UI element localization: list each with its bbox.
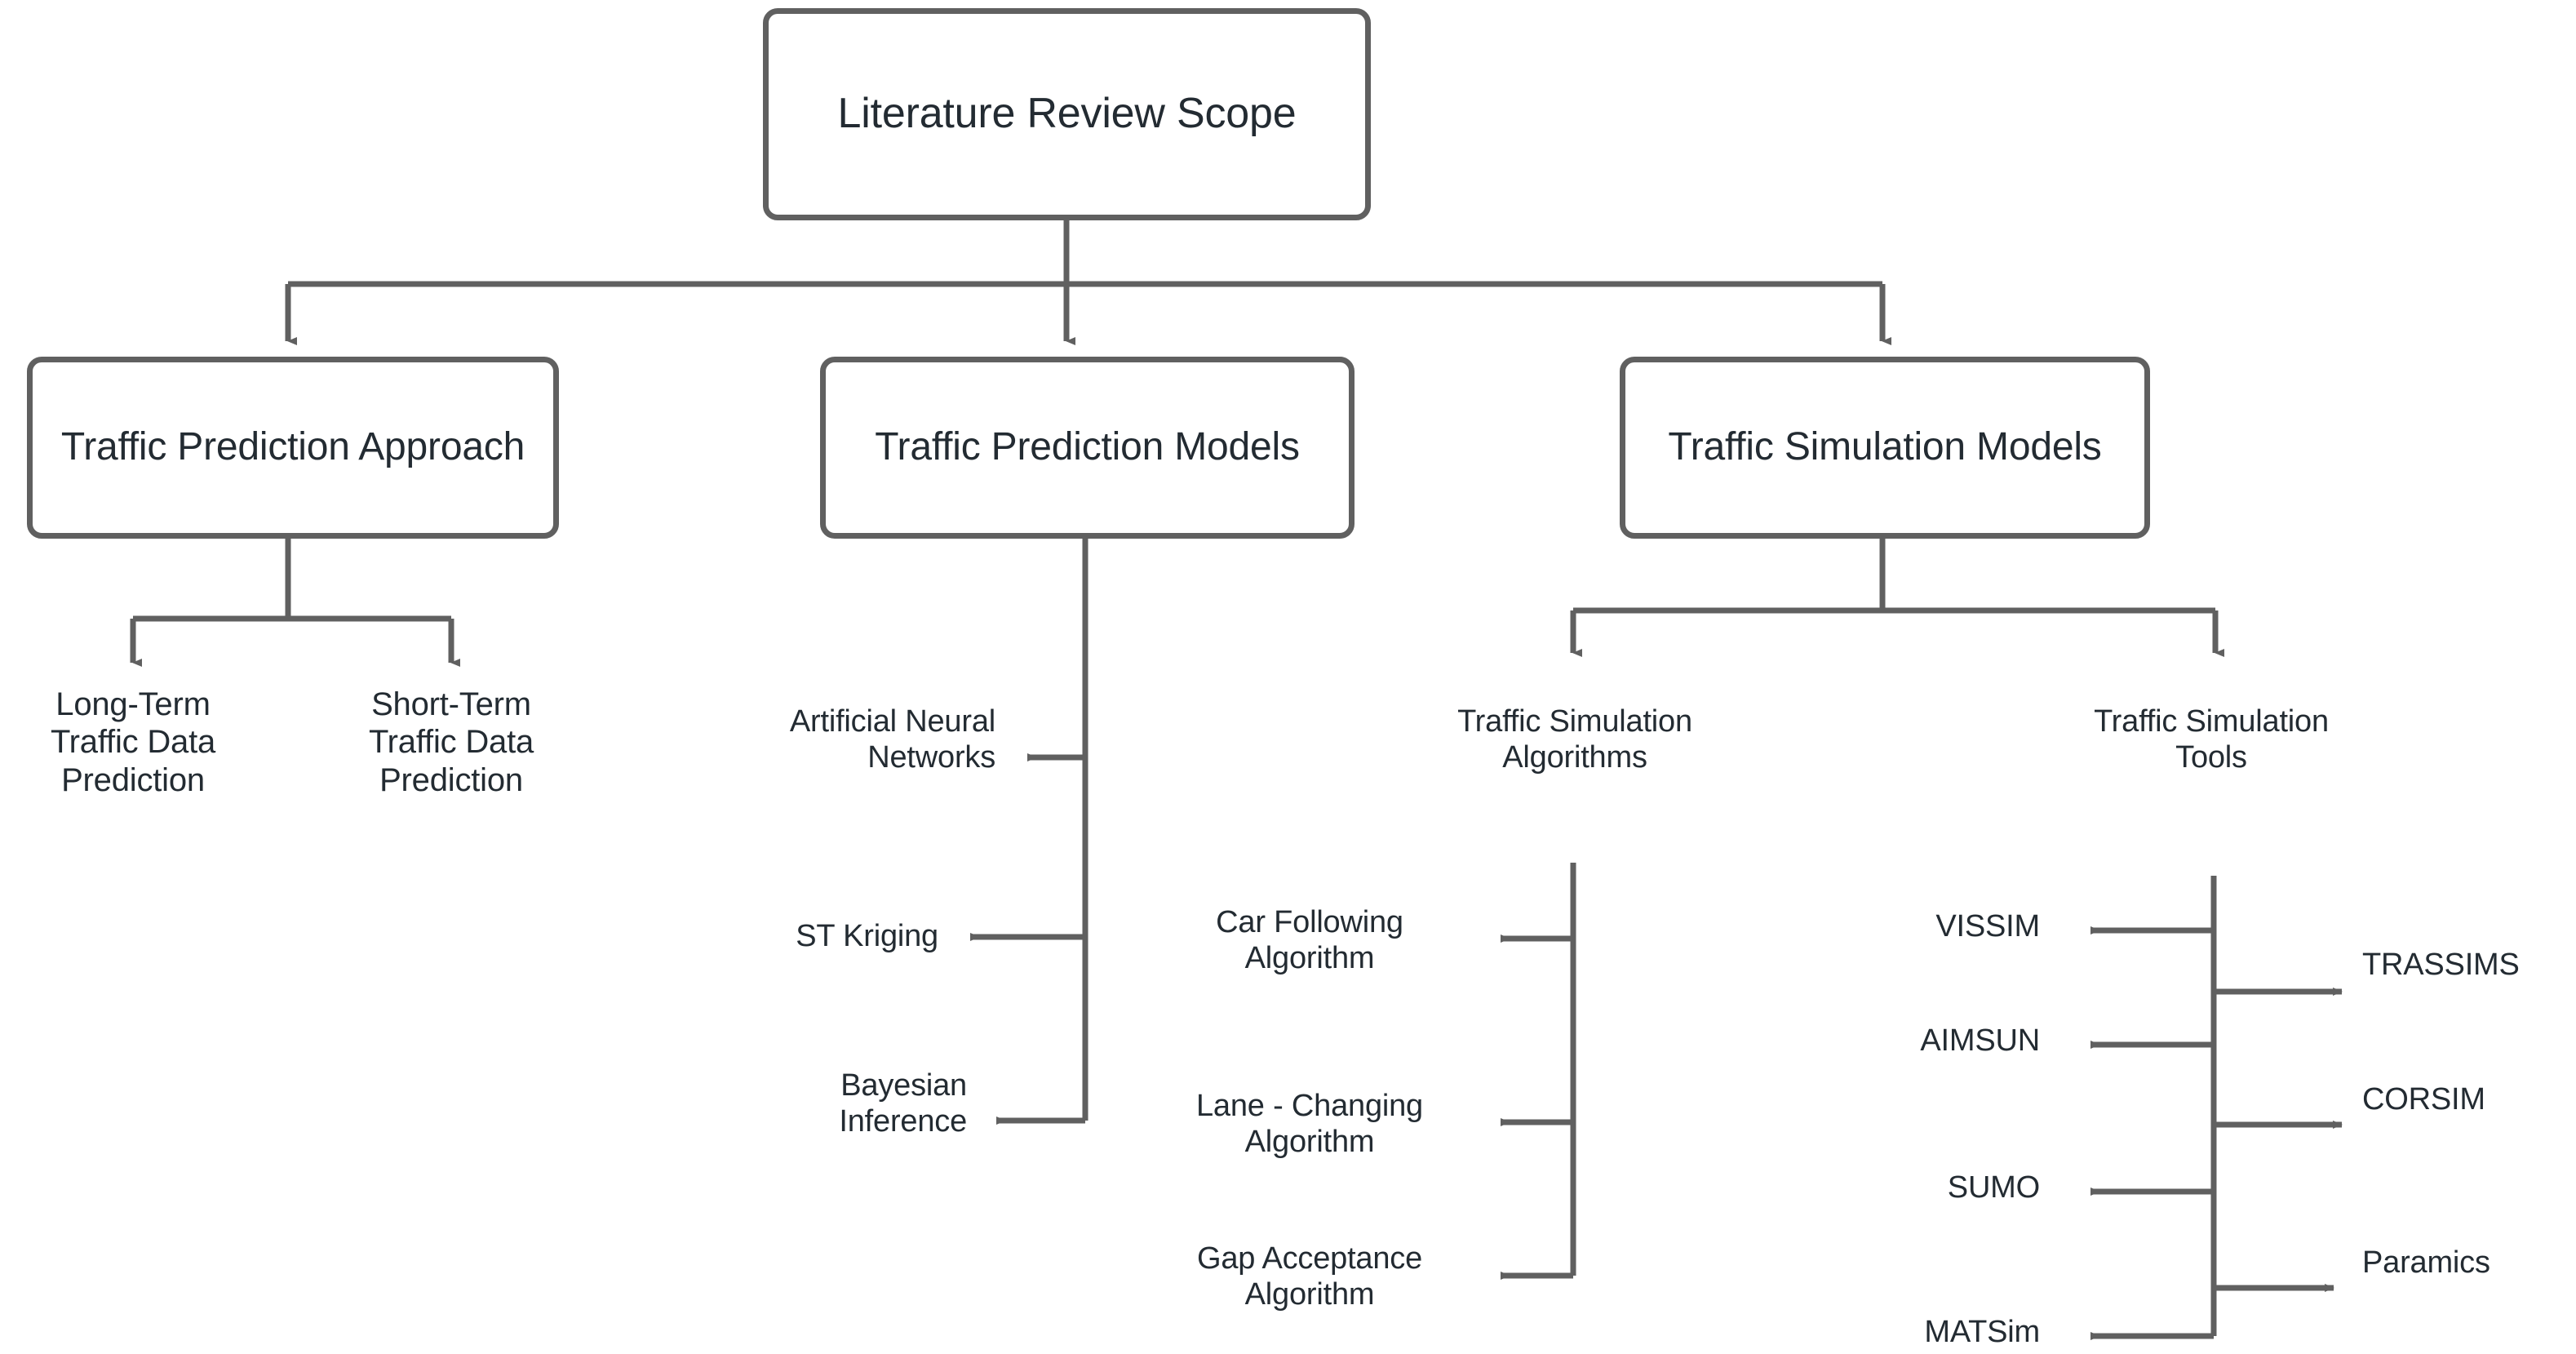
node-traffic-prediction-approach[interactable]: Traffic Prediction Approach: [27, 357, 559, 539]
leaf-gap-acceptance-algorithm[interactable]: Gap Acceptance Algorithm: [1196, 1241, 1423, 1312]
leaf-matsim[interactable]: MATSim: [1924, 1315, 2040, 1349]
leaf-aimsun[interactable]: AIMSUN: [1920, 1023, 2040, 1058]
leaf-traffic-simulation-algorithms[interactable]: Traffic Simulation Algorithms: [1457, 704, 1692, 775]
leaf-traffic-simulation-tools[interactable]: Traffic Simulation Tools: [2094, 704, 2329, 775]
leaf-corsim[interactable]: CORSIM: [2362, 1082, 2485, 1116]
leaf-lane-changing-algorithm[interactable]: Lane - Changing Algorithm: [1196, 1089, 1423, 1160]
node-label: Traffic Prediction Approach: [60, 425, 525, 469]
leaf-st-kriging[interactable]: ST Kriging: [796, 919, 938, 953]
leaf-paramics[interactable]: Paramics: [2362, 1245, 2490, 1280]
leaf-long-term-traffic-data-prediction[interactable]: Long-Term Traffic Data Prediction: [50, 686, 216, 798]
node-label: Literature Review Scope: [837, 90, 1297, 138]
leaf-artificial-neural-networks[interactable]: Artificial Neural Networks: [789, 704, 995, 775]
leaf-short-term-traffic-data-prediction[interactable]: Short-Term Traffic Data Prediction: [368, 686, 534, 798]
leaf-vissim[interactable]: VISSIM: [1935, 909, 2040, 943]
node-label: Traffic Simulation Models: [1668, 425, 2102, 469]
leaf-bayesian-inference[interactable]: Bayesian Inference: [839, 1068, 967, 1139]
node-label: Traffic Prediction Models: [875, 425, 1300, 469]
node-literature-review-scope[interactable]: Literature Review Scope: [763, 8, 1371, 220]
node-traffic-simulation-models[interactable]: Traffic Simulation Models: [1620, 357, 2150, 539]
leaf-sumo[interactable]: SUMO: [1947, 1170, 2040, 1205]
node-traffic-prediction-models[interactable]: Traffic Prediction Models: [820, 357, 1355, 539]
leaf-trassims[interactable]: TRASSIMS: [2362, 948, 2520, 982]
leaf-car-following-algorithm[interactable]: Car Following Algorithm: [1216, 905, 1403, 976]
